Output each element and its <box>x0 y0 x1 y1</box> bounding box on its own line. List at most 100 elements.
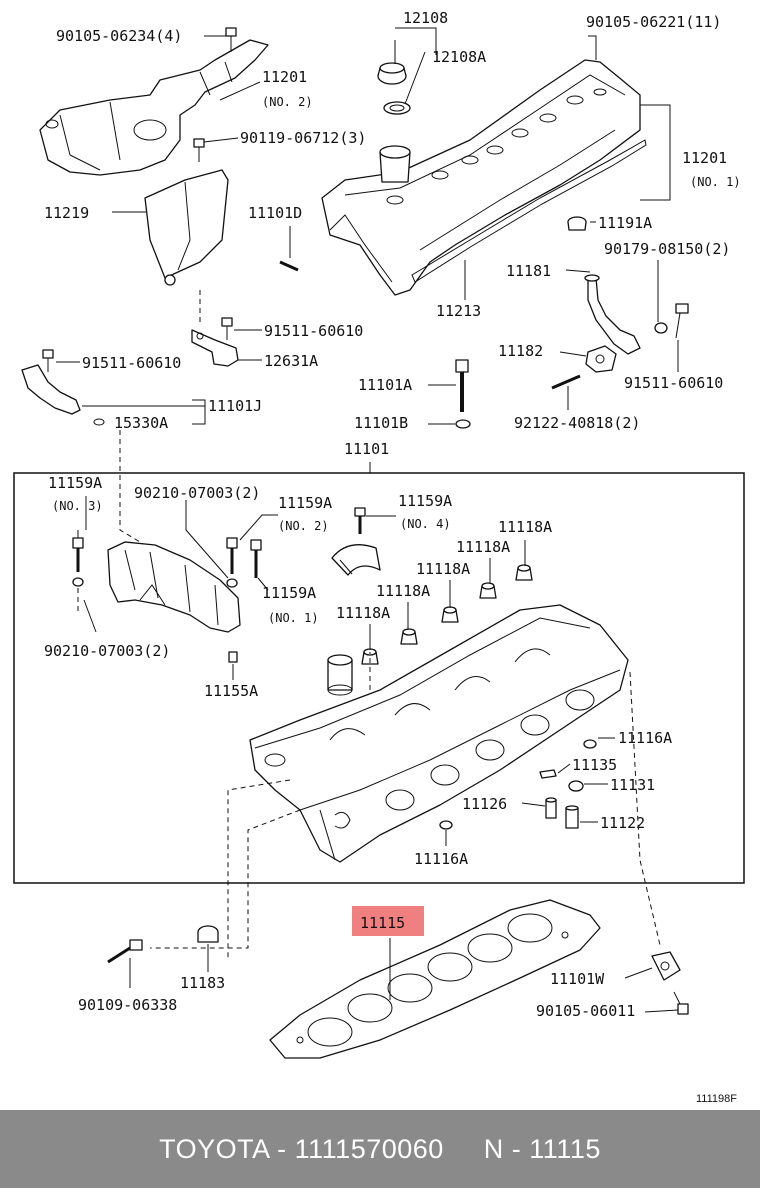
washer-90210-07003 <box>226 578 238 588</box>
oil-filler-cap <box>377 62 407 85</box>
parts-diagram: 90105-06234(4) 12108 12108A 90105-06221(… <box>13 9 745 1105</box>
label-11159a-no2: 11159A <box>278 494 332 512</box>
plug-11183 <box>197 925 219 943</box>
pcv-hose-11181 <box>584 274 641 355</box>
label-12108a: 12108A <box>432 48 486 66</box>
diagram-code: 111198F <box>696 1093 737 1105</box>
valve-stem-seal <box>479 582 497 599</box>
label-11201-no2-sub: (NO. 2) <box>262 95 313 109</box>
assembly-box-11101 <box>13 472 745 884</box>
label-11118a-4: 11118A <box>376 582 430 600</box>
label-11159a-no4: 11159A <box>398 492 452 510</box>
oil-control-valve-15330a <box>21 364 105 426</box>
engine-cover-no2 <box>39 39 269 176</box>
label-11122: 11122 <box>600 814 645 832</box>
label-11155a: 11155A <box>204 682 258 700</box>
leader-lines <box>56 27 679 1013</box>
label-11159a-no3-sub: (NO. 3) <box>52 499 103 513</box>
plug-11116a <box>583 739 597 749</box>
head-gasket-11115 <box>269 899 601 1059</box>
label-15330a: 15330A <box>114 414 168 432</box>
bolt-11101a <box>455 359 469 412</box>
bolt-90109-06338 <box>107 939 143 964</box>
label-11118a-2: 11118A <box>456 538 510 556</box>
camshaft-housing <box>107 541 241 633</box>
bolt-11159a-no4 <box>354 507 366 534</box>
label-12631a: 12631A <box>264 352 318 370</box>
bolt-11159a-no2 <box>226 537 238 574</box>
label-91511-60610-middle: 91511-60610 <box>264 322 363 340</box>
label-90179-08150: 90179-08150(2) <box>604 240 730 258</box>
bolt-91511-60610-middle <box>221 317 233 340</box>
label-11101d: 11101D <box>248 204 302 222</box>
label-91511-60610-right: 91511-60610 <box>624 374 723 392</box>
label-11201-no2: 11201 <box>262 68 307 86</box>
label-90105-06221: 90105-06221(11) <box>586 13 721 31</box>
label-11191a: 11191A <box>598 214 652 232</box>
label-11183: 11183 <box>180 974 225 992</box>
label-11131: 11131 <box>610 776 655 794</box>
label-11101j: 11101J <box>208 397 262 415</box>
head-cover-gasket <box>411 139 647 283</box>
label-11101a: 11101A <box>358 376 412 394</box>
label-11182: 11182 <box>498 342 543 360</box>
bolt-90105-06234 <box>225 27 237 52</box>
pin-11126 <box>545 797 557 819</box>
dowel-11155a <box>228 651 238 663</box>
label-11159a-no4-sub: (NO. 4) <box>400 517 451 531</box>
label-90105-06011: 90105-06011 <box>536 1002 635 1020</box>
label-11118a-5: 11118A <box>336 604 390 622</box>
label-11159a-no3: 11159A <box>48 474 102 492</box>
highlight-box-11115 <box>352 906 424 936</box>
plug-11116a-lower <box>439 820 453 830</box>
grommet-11191a <box>567 216 587 231</box>
label-11219: 11219 <box>44 204 89 222</box>
label-11118a-1: 11118A <box>498 518 552 536</box>
stud-92122-40818 <box>551 374 581 390</box>
cap-gasket <box>383 101 411 115</box>
bolt-90119-06712 <box>193 138 205 162</box>
label-11181: 11181 <box>506 262 551 280</box>
label-90119-06712: 90119-06712(3) <box>240 129 366 147</box>
bolt-11159a-no3 <box>72 537 84 572</box>
dashed-line <box>119 430 151 549</box>
valve-stem-seal <box>441 606 459 623</box>
sensor-11101w <box>651 951 681 981</box>
valve-stem-seal <box>515 564 533 581</box>
bolt-11159a-no1 <box>250 539 262 578</box>
valve-stem-seal <box>400 628 418 645</box>
label-92122-40818: 92122-40818(2) <box>514 414 640 432</box>
label-11159a-no1: 11159A <box>262 584 316 602</box>
label-11135: 11135 <box>572 756 617 774</box>
part-number-footer: TOYOTA - 1111570060 N - 11115 <box>0 1110 760 1188</box>
washer-90179-08150 <box>654 322 668 334</box>
label-90210-07003-top: 90210-07003(2) <box>134 484 260 502</box>
gasket-11131 <box>568 780 584 792</box>
dashed-line <box>150 809 301 949</box>
label-11126: 11126 <box>462 795 507 813</box>
bolt-91511-60610-left <box>42 349 54 372</box>
spark-plug-tube <box>327 654 353 696</box>
plug-11122 <box>565 805 579 829</box>
label-11115: 11115 <box>360 914 405 932</box>
label-11159a-no1-sub: (NO. 1) <box>268 611 319 625</box>
label-11118a-3: 11118A <box>416 560 470 578</box>
bearing-half-shell <box>331 544 381 576</box>
footer-text: TOYOTA - 1111570060 N - 11115 <box>159 1133 601 1164</box>
label-11201-no1: 11201 <box>682 149 727 167</box>
label-91511-60610-left: 91511-60610 <box>82 354 181 372</box>
label-11159a-no2-sub: (NO. 2) <box>278 519 329 533</box>
ring-11135 <box>539 769 557 779</box>
dashed-line <box>629 671 661 946</box>
label-90210-07003-bottom: 90210-07003(2) <box>44 642 170 660</box>
label-11101b: 11101B <box>354 414 408 432</box>
label-90109-06338: 90109-06338 <box>78 996 177 1014</box>
washer-90210-07003 <box>72 577 84 587</box>
label-12108: 12108 <box>403 9 448 27</box>
label-90105-06234: 90105-06234(4) <box>56 27 182 45</box>
stud-11101d <box>279 260 299 272</box>
dashed-line <box>227 779 291 960</box>
label-11101w: 11101W <box>550 970 605 988</box>
label-11213: 11213 <box>436 302 481 320</box>
bolt-90105-06011 <box>673 991 689 1015</box>
